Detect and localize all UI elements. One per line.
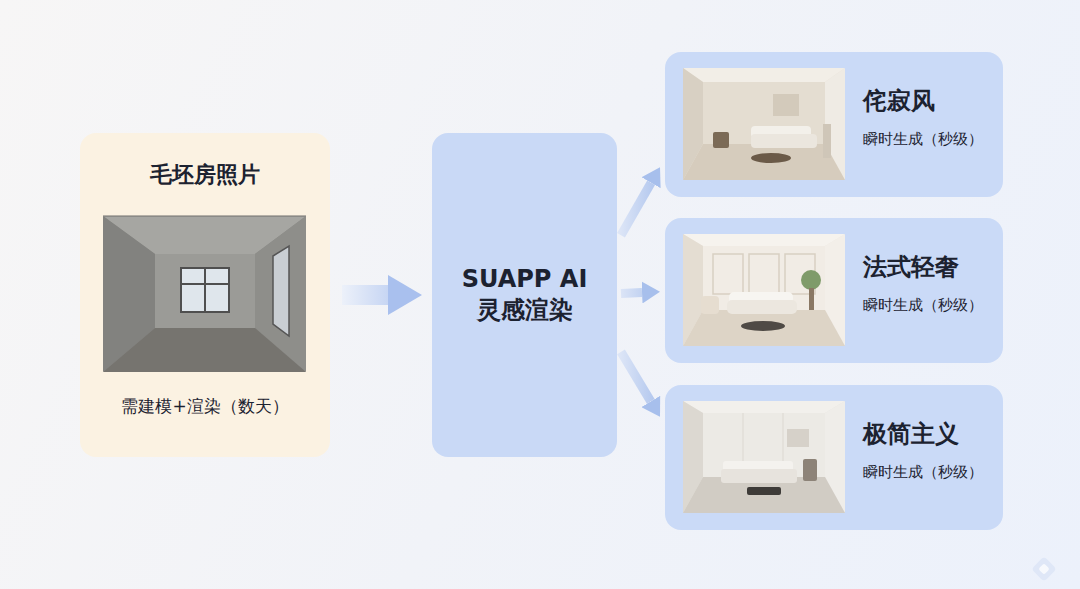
text-slot: 需建模+渲染（数天）	[80, 395, 330, 417]
style-title: 侘寂风	[863, 86, 999, 117]
speed-note: 瞬时生成（秒级）	[863, 296, 999, 316]
text-slot: 法式轻奢	[863, 252, 999, 283]
flow-arrow	[621, 288, 642, 298]
text-slot: 瞬时生成（秒级）	[863, 296, 999, 316]
flow-arrow	[621, 352, 651, 402]
style-title: 极简主义	[863, 419, 999, 450]
process-box: 侘寂风瞬时生成（秒级）	[665, 52, 1003, 197]
text-slot: 极简主义	[863, 419, 999, 450]
style-title: 法式轻奢	[863, 252, 999, 283]
corner-mark	[1031, 556, 1056, 581]
text-slot: 毛坯房照片	[80, 161, 330, 190]
text-slot: 瞬时生成（秒级）	[863, 130, 999, 150]
flow-arrow	[342, 285, 388, 305]
minimalist-photo	[683, 401, 845, 513]
raw-room-photo	[103, 216, 306, 372]
text-slot: 侘寂风	[863, 86, 999, 117]
panel-title: 毛坯房照片	[80, 161, 330, 190]
panel-note: 需建模+渲染（数天）	[80, 395, 330, 417]
text-slot: 瞬时生成（秒级）	[863, 463, 999, 483]
text-slot: SUAPP AI 灵感渲染	[450, 264, 599, 326]
process-box: SUAPP AI 灵感渲染	[432, 133, 617, 457]
speed-note: 瞬时生成（秒级）	[863, 130, 999, 150]
french-luxury-photo	[683, 234, 845, 346]
process-box: 极简主义瞬时生成（秒级）	[665, 385, 1003, 530]
flow-arrow	[621, 183, 651, 236]
wabi-sabi-photo	[683, 68, 845, 180]
engine-label: SUAPP AI 灵感渲染	[450, 264, 599, 326]
process-box: 毛坯房照片需建模+渲染（数天）	[80, 133, 330, 457]
speed-note: 瞬时生成（秒级）	[863, 463, 999, 483]
process-box: 法式轻奢瞬时生成（秒级）	[665, 218, 1003, 363]
